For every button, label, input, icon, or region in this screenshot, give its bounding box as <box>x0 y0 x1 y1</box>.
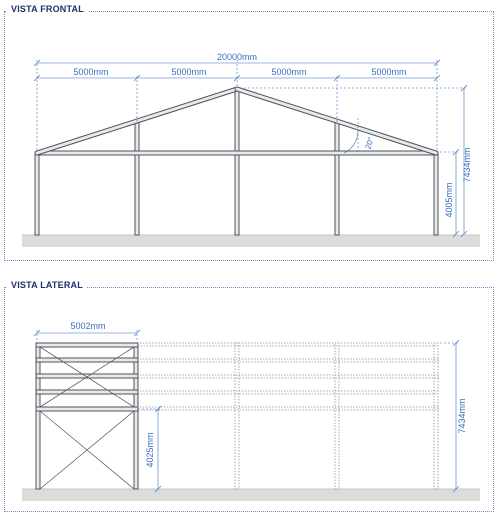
front-tie-beam <box>36 150 437 156</box>
front-bay-span-label-2: 5000mm <box>171 67 206 77</box>
side-purlin-3 <box>35 373 139 379</box>
front-column-3 <box>234 87 240 236</box>
side-bays-dotted <box>136 342 439 490</box>
front-total-span-label: 20000mm <box>217 52 257 62</box>
front-view-title: VISTA FRONTAL <box>7 4 88 14</box>
front-column-5 <box>433 151 439 236</box>
side-view-panel: VISTA LATERAL <box>4 280 494 512</box>
front-ground <box>22 235 480 247</box>
front-column-4 <box>334 121 340 236</box>
side-view-drawing: 5002mm 7434mm 4025mm <box>22 321 480 501</box>
front-view-panel: VISTA FRONTAL <box>4 4 494 261</box>
side-purlin-2 <box>35 357 139 363</box>
front-column-1 <box>34 151 40 236</box>
front-eave-height-label: 4005mm <box>444 182 454 217</box>
front-bay-span-label-3: 5000mm <box>271 67 306 77</box>
side-eave-beam <box>35 406 139 412</box>
front-dimensions <box>33 59 468 238</box>
side-column-right <box>133 342 139 490</box>
front-view-drawing: 20000mm 5000mm 5000mm 5000mm 5000mm 20° … <box>22 52 480 247</box>
side-dimensions <box>33 329 460 493</box>
side-purlin-4 <box>35 389 139 395</box>
side-purlin-1 <box>35 342 139 348</box>
side-column-left <box>35 342 41 490</box>
side-end-bay <box>35 342 139 490</box>
front-roof-angle-label: 20° <box>363 136 375 150</box>
front-column-2 <box>134 121 140 236</box>
front-total-height-label: 7434mm <box>462 147 472 182</box>
side-ground <box>22 489 480 501</box>
side-view-title: VISTA LATERAL <box>7 280 87 290</box>
side-bay-width-label: 5002mm <box>70 321 105 331</box>
side-eave-height-label: 4025mm <box>145 432 155 467</box>
front-bay-span-label-4: 5000mm <box>371 67 406 77</box>
side-total-height-label: 7434mm <box>457 398 467 433</box>
front-columns <box>34 87 439 236</box>
front-bay-span-label-1: 5000mm <box>73 67 108 77</box>
side-bracing <box>39 346 135 490</box>
